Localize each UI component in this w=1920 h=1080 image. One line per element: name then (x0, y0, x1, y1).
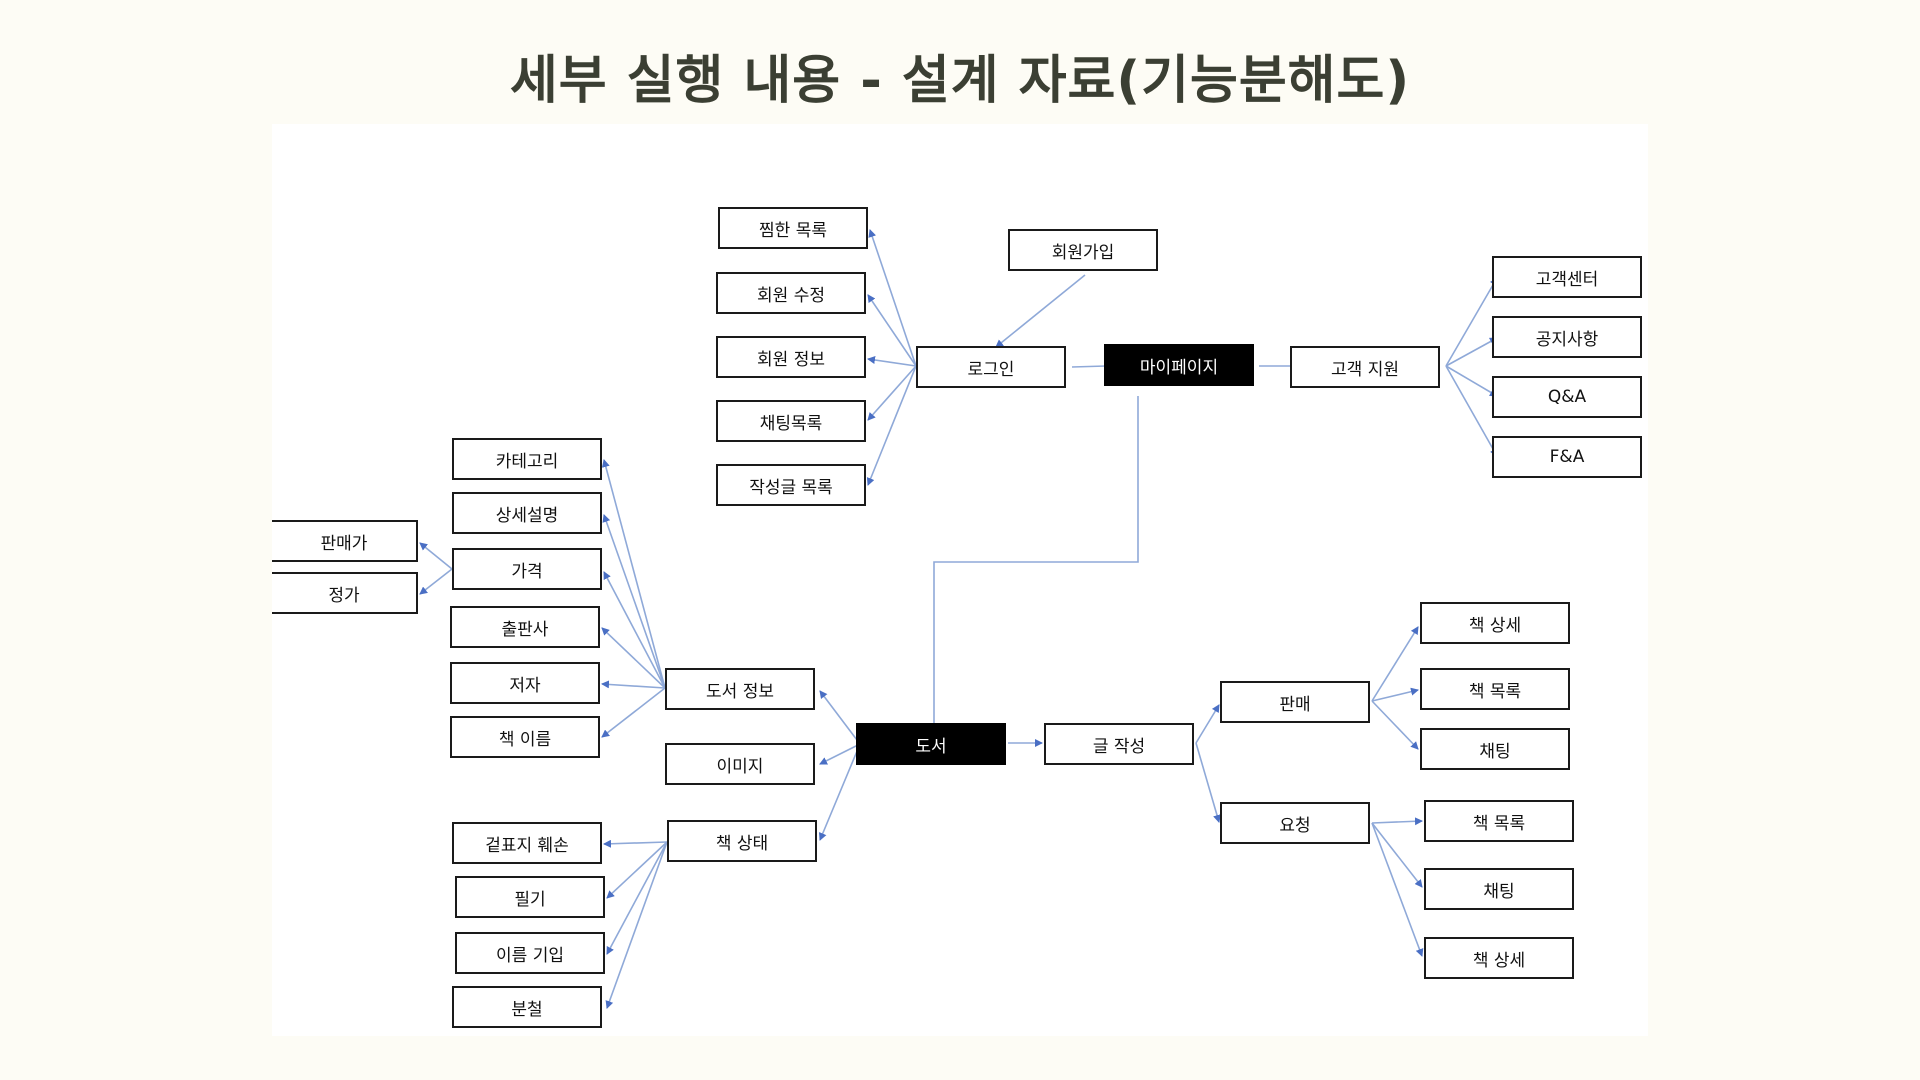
node-fna: F&A (1492, 436, 1642, 478)
node-write-post: 글 작성 (1044, 723, 1194, 765)
node-image: 이미지 (665, 743, 815, 785)
node-cs-center: 고객센터 (1492, 256, 1642, 298)
node-member-edit: 회원 수정 (716, 272, 866, 314)
node-sell-detail: 책 상세 (1420, 602, 1570, 644)
node-sell-chat: 채팅 (1420, 728, 1570, 770)
node-wishlist: 찜한 목록 (718, 207, 868, 249)
node-book: 도서 (856, 723, 1006, 765)
node-list-price: 정가 (272, 572, 418, 614)
node-binding-tear: 분철 (452, 986, 602, 1028)
node-name-written: 이름 기입 (455, 932, 605, 974)
node-category: 카테고리 (452, 438, 602, 480)
node-login: 로그인 (916, 346, 1066, 388)
node-cover-damage: 겉표지 훼손 (452, 822, 602, 864)
node-support: 고객 지원 (1290, 346, 1440, 388)
node-author: 저자 (450, 662, 600, 704)
node-request: 요청 (1220, 802, 1370, 844)
node-publisher: 출판사 (450, 606, 600, 648)
node-sell: 판매 (1220, 681, 1370, 723)
node-member-info: 회원 정보 (716, 336, 866, 378)
node-description: 상세설명 (452, 492, 602, 534)
node-book-status: 책 상태 (667, 820, 817, 862)
node-notes: 필기 (455, 876, 605, 918)
node-book-info: 도서 정보 (665, 668, 815, 710)
node-req-list: 책 목록 (1424, 800, 1574, 842)
node-notice: 공지사항 (1492, 316, 1642, 358)
node-qna: Q&A (1492, 376, 1642, 418)
node-sale-price: 판매가 (272, 520, 418, 562)
node-sell-list: 책 목록 (1420, 668, 1570, 710)
node-post-list: 작성글 목록 (716, 464, 866, 506)
node-mypage: 마이페이지 (1104, 344, 1254, 386)
page-title: 세부 실행 내용 - 설계 자료(기능분해도) (509, 51, 1411, 111)
node-signup: 회원가입 (1008, 229, 1158, 271)
node-price: 가격 (452, 548, 602, 590)
node-req-detail: 책 상세 (1424, 937, 1574, 979)
node-chat-list: 채팅목록 (716, 400, 866, 442)
node-book-name: 책 이름 (450, 716, 600, 758)
node-req-chat: 채팅 (1424, 868, 1574, 910)
